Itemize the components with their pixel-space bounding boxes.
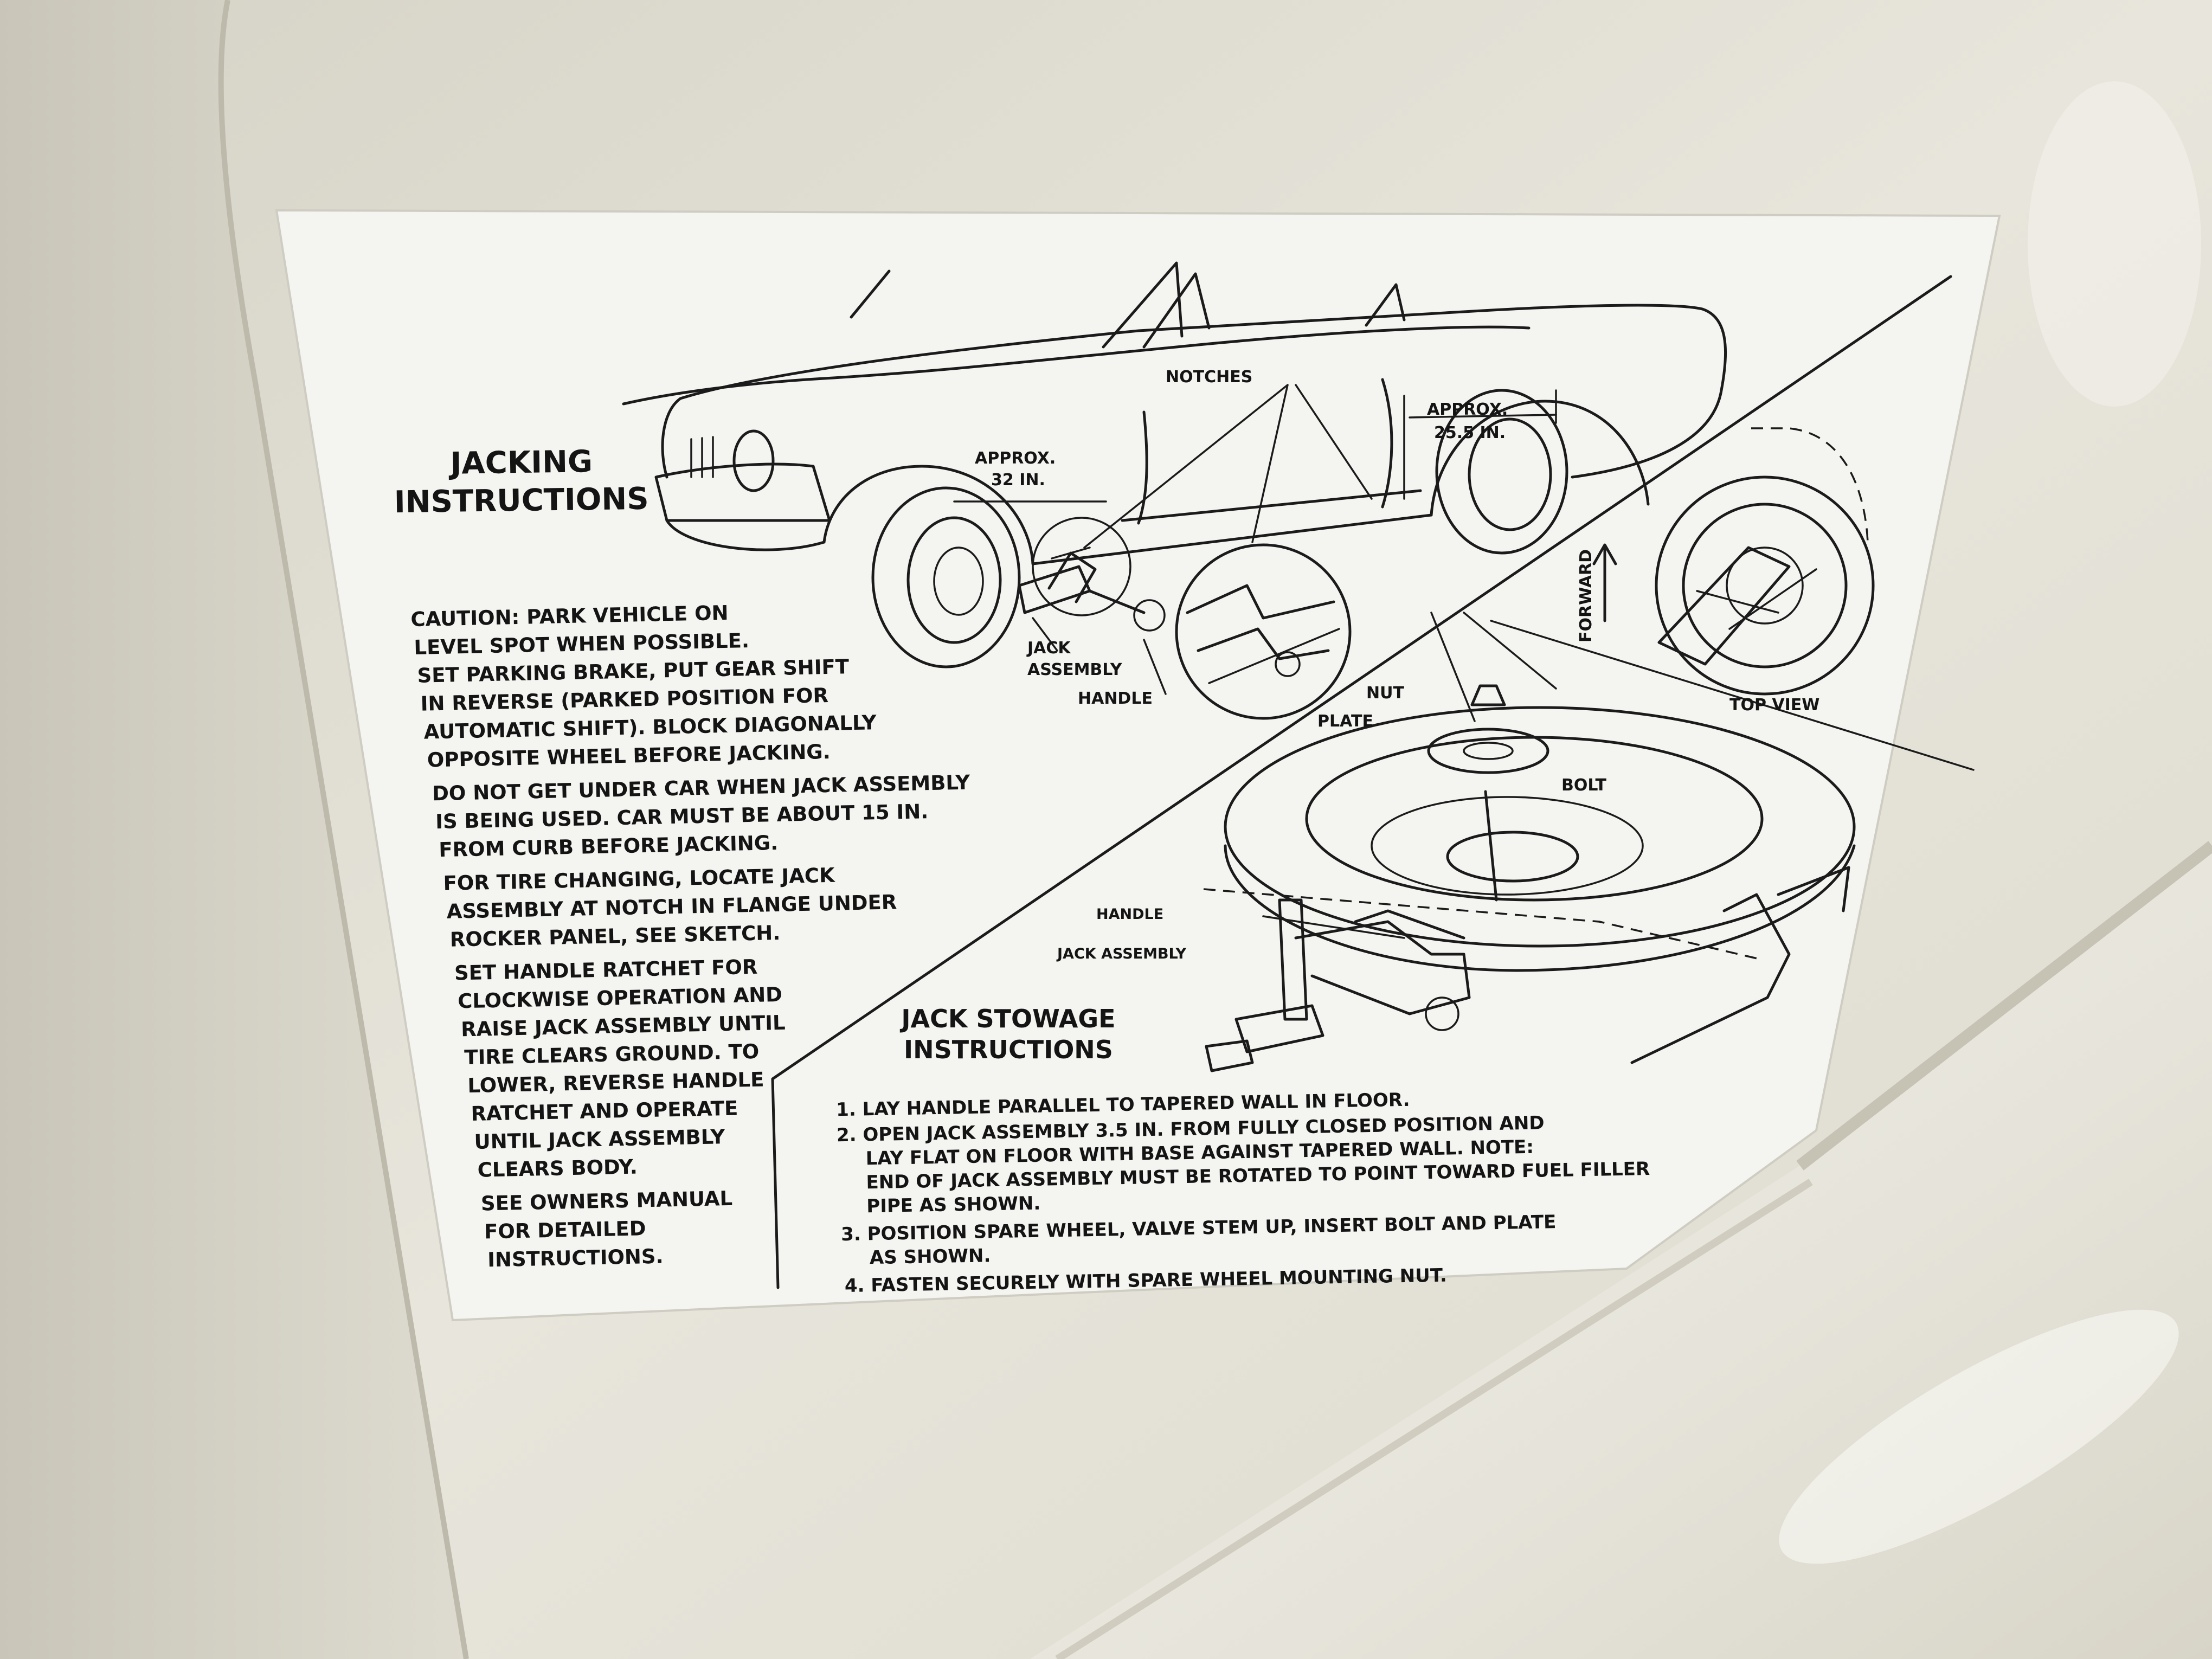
notches-label: NOTCHES <box>1166 368 1252 387</box>
jack-detail-circle <box>1175 543 1352 720</box>
front-approx-label: APPROX. <box>975 449 1056 468</box>
spare-tire-stowage <box>1203 612 1975 1064</box>
stowed-jack-assembly <box>1205 898 1471 1072</box>
caution-line: SEE OWNERS MANUAL <box>481 1187 733 1216</box>
top-view-label: TOP VIEW <box>1729 696 1819 715</box>
caution-line: UNTIL JACK ASSEMBLY <box>474 1125 726 1154</box>
rear-approx-value: 25.5 IN. <box>1434 423 1506 442</box>
car-illustration <box>622 261 1727 668</box>
front-approx-value: 32 IN. <box>991 471 1045 490</box>
car-jack-label-line2: ASSEMBLY <box>1027 660 1123 679</box>
rear-approx-label: APPROX. <box>1427 400 1508 419</box>
caution-line: FOR DETAILED <box>484 1217 646 1243</box>
nut-label: NUT <box>1366 684 1404 703</box>
jacking-decal: JACKING INSTRUCTIONS CAUTION: PARK VEHIC… <box>275 209 2001 1322</box>
stowage-step: AS SHOWN. <box>870 1245 991 1269</box>
divider-line <box>771 275 1952 1289</box>
stow-handle-label: HANDLE <box>1096 906 1163 923</box>
car-jack-assembly <box>1018 517 1167 695</box>
caution-line: INSTRUCTIONS. <box>487 1245 664 1272</box>
stowage-step: PIPE AS SHOWN. <box>866 1193 1041 1218</box>
caution-line: CLEARS BODY. <box>477 1155 638 1182</box>
plate-label: PLATE <box>1317 712 1373 731</box>
stowage-title-line2: INSTRUCTIONS <box>904 1035 1113 1064</box>
jacking-title-line1: JACKING <box>448 444 593 481</box>
caution-line: RATCHET AND OPERATE <box>471 1097 738 1126</box>
stowage-title-line1: JACK STOWAGE <box>899 1004 1115 1033</box>
jacking-title-line2: INSTRUCTIONS <box>394 481 649 520</box>
stow-jack-label: JACK ASSEMBLY <box>1056 946 1187 962</box>
car-jack-label-line1: JACK <box>1026 639 1071 658</box>
forward-label: FORWARD <box>1577 549 1596 642</box>
bolt-label: BOLT <box>1561 776 1607 795</box>
top-view-wheel <box>1592 427 1875 696</box>
car-handle-label: HANDLE <box>1078 689 1153 708</box>
